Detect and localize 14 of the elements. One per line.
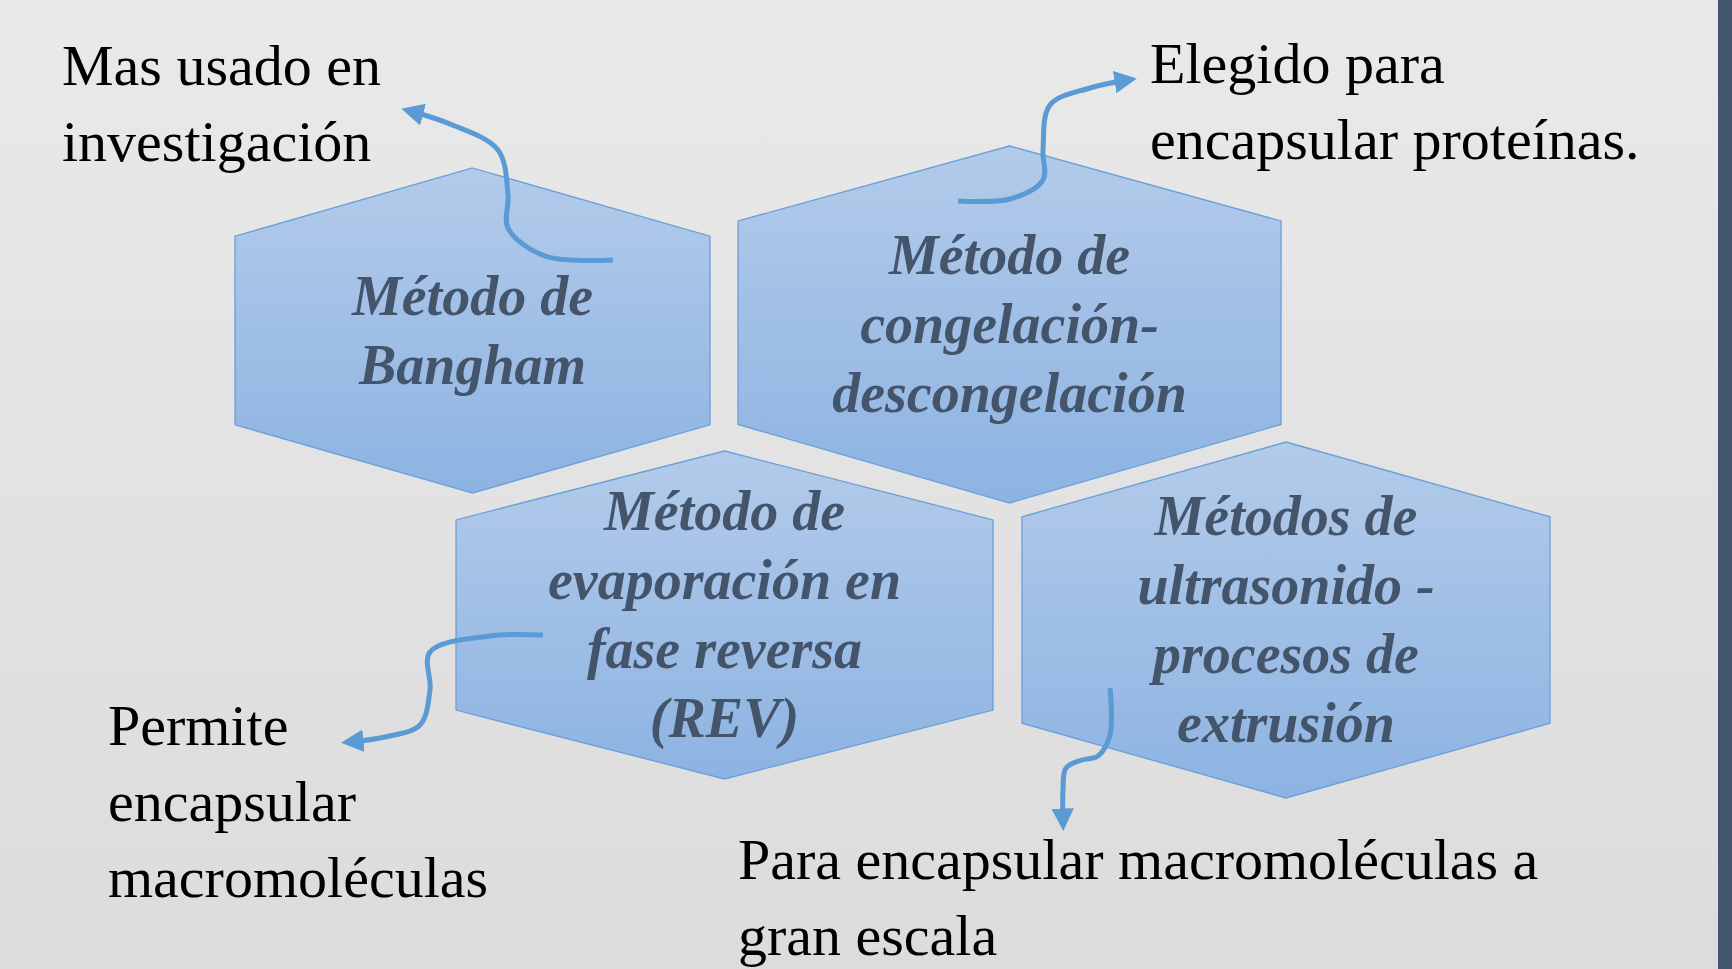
curved-arrow bbox=[957, 71, 1137, 205]
hexagon bbox=[1022, 442, 1550, 798]
curved-arrow bbox=[401, 103, 614, 264]
method-title: Métodos de ultrasonido - procesos de extrusión bbox=[1136, 484, 1436, 756]
note-text: Mas usado en investigación bbox=[62, 32, 382, 176]
method-title: Método de Bangham bbox=[350, 263, 595, 398]
method-title: Método de evaporación en fase reversa (REV) bbox=[546, 479, 903, 751]
note-text: Para encapsular macromoléculas a gran escala bbox=[738, 826, 1540, 969]
method-title: Método de congelación-descongelación bbox=[831, 223, 1188, 426]
hexagon bbox=[456, 451, 993, 779]
curved-arrow bbox=[1051, 687, 1114, 831]
note-text: Elegido para encapsular proteínas. bbox=[1150, 30, 1641, 174]
note-text: Permite encapsular macromoléculas bbox=[108, 692, 490, 912]
curved-arrow bbox=[341, 632, 544, 752]
